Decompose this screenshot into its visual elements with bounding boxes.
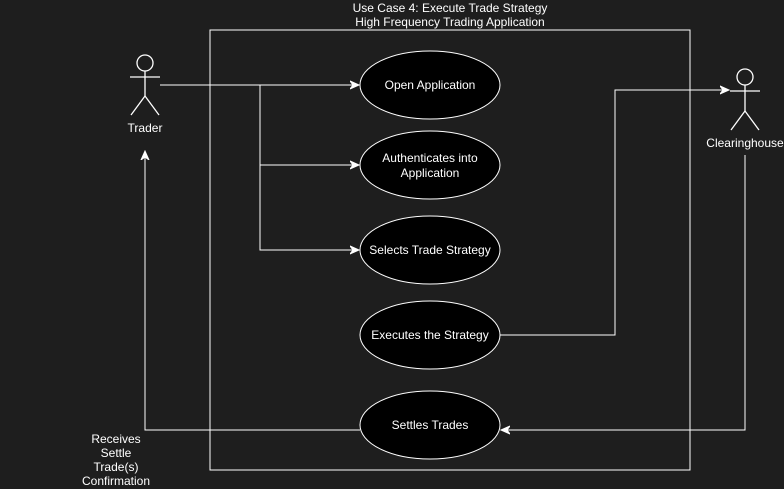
- use-case-authenticate-label-line2: Application: [401, 166, 460, 180]
- actor-clearinghouse-head: [736, 68, 754, 86]
- actor-trader[interactable]: [130, 54, 160, 116]
- use-case-authenticate[interactable]: Authenticates into Application: [359, 130, 501, 200]
- use-case-select-strategy-label: Selects Trade Strategy: [369, 243, 490, 257]
- actor-trader-label: Trader: [128, 121, 163, 135]
- connector-clearinghouse-to-settle: [501, 155, 746, 430]
- diagram-title-line2: High Frequency Trading Application: [355, 15, 544, 29]
- use-case-open-application-label: Open Application: [385, 78, 476, 92]
- connector-trader-to-select: [259, 165, 359, 250]
- use-case-open-application-shape: [359, 50, 501, 120]
- actor-clearinghouse-label: Clearinghouse: [706, 136, 784, 150]
- actor-trader-head: [136, 54, 154, 72]
- actor-trader-right-leg: [144, 95, 160, 116]
- actor-trader-left-leg: [130, 95, 146, 116]
- use-case-settle-trades[interactable]: Settles Trades: [359, 390, 501, 460]
- use-case-select-strategy-shape: [359, 215, 501, 285]
- note-line2: Settle: [101, 446, 132, 460]
- settle-confirmation-note: Receives Settle Trade(s) Confirmation: [82, 432, 150, 488]
- system-boundary: [209, 29, 691, 471]
- note-line3: Trade(s): [94, 460, 139, 474]
- use-case-authenticate-label-line1: Authenticates into: [382, 151, 478, 165]
- use-case-execute-strategy[interactable]: Executes the Strategy: [359, 300, 501, 370]
- diagram-title-line1: Use Case 4: Execute Trade Strategy: [353, 1, 548, 15]
- actor-clearinghouse[interactable]: [730, 68, 760, 131]
- connector-settle-to-trader: [145, 151, 360, 431]
- use-case-execute-strategy-label: Executes the Strategy: [371, 328, 488, 342]
- connector-execute-to-clearinghouse: [500, 90, 729, 336]
- note-line4: Confirmation: [82, 474, 150, 488]
- actor-clearinghouse-left-leg: [730, 110, 746, 131]
- use-case-authenticate-shape: [359, 130, 501, 200]
- note-line1: Receives: [91, 432, 140, 446]
- use-case-select-strategy[interactable]: Selects Trade Strategy: [359, 215, 501, 285]
- use-case-settle-trades-label: Settles Trades: [392, 418, 469, 432]
- actor-clearinghouse-right-leg: [744, 110, 760, 131]
- use-case-open-application[interactable]: Open Application: [359, 50, 501, 120]
- connector-trader-to-auth: [259, 85, 359, 165]
